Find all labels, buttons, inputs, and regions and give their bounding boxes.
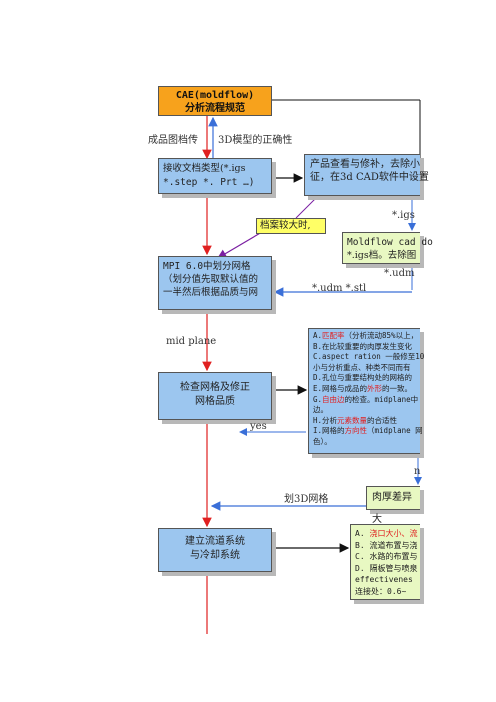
inspect-box[interactable]: 产品查看与修补，去除小 征，在3d CAD软件中设置 <box>304 154 429 196</box>
criteria-b: B.在比较重要的肉厚发生变化 <box>313 341 413 351</box>
runner-list-box: A. 浇口大小、流 B. 流道布置与浇 C. 水路的布置与 D. 隔板管与喷泉 … <box>350 524 420 600</box>
receive-box-line2: *.step *. Prt …) <box>163 177 255 188</box>
criteria-h: H.分析元素数量的合适性 <box>313 415 398 425</box>
cad-doctor-box[interactable]: Moldflow cad do *.igs档。去除图 <box>342 232 433 264</box>
criteria-c2: 小与分析重点、种类不同而有 <box>313 362 411 372</box>
runner-e: effectivenes <box>355 575 413 584</box>
label-side-mark: n <box>414 466 421 477</box>
label-yes: yes <box>250 421 267 432</box>
runner-f: 连接处：0.6~ <box>355 586 407 596</box>
label-udm: *.udm <box>384 268 415 279</box>
label-model-check: 3D模型的正确性 <box>218 135 293 146</box>
filelarge-to-mesh <box>216 231 263 259</box>
runner-box-line2: 与冷却系统 <box>190 550 240 561</box>
check-mesh-line2: 网格品质 <box>195 396 235 407</box>
runner-box[interactable]: 建立流道系统 与冷却系统 <box>158 528 272 572</box>
inspect-to-filelarge <box>295 193 321 219</box>
file-large-box[interactable]: 档案较大时, <box>256 218 326 234</box>
criteria-g: G.自由边的检查。midplane中 <box>313 394 419 404</box>
cad-doctor-line2: *.igs档。去除图 <box>347 250 417 261</box>
mesh-box-line3: 一半然后根据品质与网 <box>163 287 259 298</box>
criteria-a: A.匹配率（分析流动85%以上， <box>313 331 419 340</box>
runner-d: D. 隔板管与喷泉 <box>355 563 418 573</box>
header-box-line2: 分析流程规范 <box>185 103 245 114</box>
check-mesh-box[interactable]: 检查网格及修正 网格品质 <box>158 372 272 420</box>
receive-box-line1: 接收文档类型(*.igs <box>163 163 246 174</box>
label-mid-plane: mid plane <box>166 336 217 347</box>
runner-b: B. 流道布置与浇 <box>355 540 418 550</box>
mesh-box[interactable]: MPI 6.0中划分网格 （划分值先取默认值的 一半然后根据品质与网 <box>158 256 272 310</box>
thickness-text: 肉厚差异大 <box>372 492 412 525</box>
runner-box-line1: 建立流道系统 <box>185 536 245 547</box>
cad-doctor-line1: Moldflow cad do <box>347 237 433 248</box>
inspect-box-line2: 征，在3d CAD软件中设置 <box>310 172 429 183</box>
criteria-i2: 色）。 <box>313 436 332 446</box>
criteria-d: D.孔位与重要结构处的网格的 <box>313 373 413 383</box>
inspect-box-line1: 产品查看与修补，去除小 <box>310 159 420 170</box>
check-mesh-line1: 检查网格及修正 <box>180 382 250 393</box>
runner-a: A. 浇口大小、流 <box>355 529 418 538</box>
criteria-e: E.网格与成品的外形的一致。 <box>313 383 413 393</box>
label-igs: *.igs <box>392 210 415 221</box>
receive-box[interactable]: 接收文档类型(*.igs *.step *. Prt …) <box>158 158 272 194</box>
criteria-g2: 边。 <box>313 405 328 415</box>
header-box-line1: CAE(moldflow) <box>175 90 255 101</box>
thickness-box[interactable]: 肉厚差异大 <box>366 486 420 525</box>
mesh-box-line2: （划分值先取默认值的 <box>163 274 259 285</box>
mesh-box-line1: MPI 6.0中划分网格 <box>163 261 251 272</box>
criteria-i: I.网格的方向性（midplane 网 <box>313 426 423 436</box>
runner-c: C. 水路的布置与 <box>355 552 418 561</box>
file-large-text: 档案较大时, <box>260 220 311 231</box>
label-udm-stl: *.udm *.stl <box>312 283 367 294</box>
header-box[interactable]: CAE(moldflow) 分析流程规范 <box>158 86 272 116</box>
label-finished-part: 成品图档传 <box>148 135 198 146</box>
criteria-list-box: A.匹配率（分析流动85%以上， B.在比较重要的肉厚发生变化 C.aspect… <box>308 328 425 454</box>
label-mesh-3d: 划3D网格 <box>284 494 329 505</box>
criteria-c1: C.aspect ration 一般修至10 <box>313 352 425 362</box>
